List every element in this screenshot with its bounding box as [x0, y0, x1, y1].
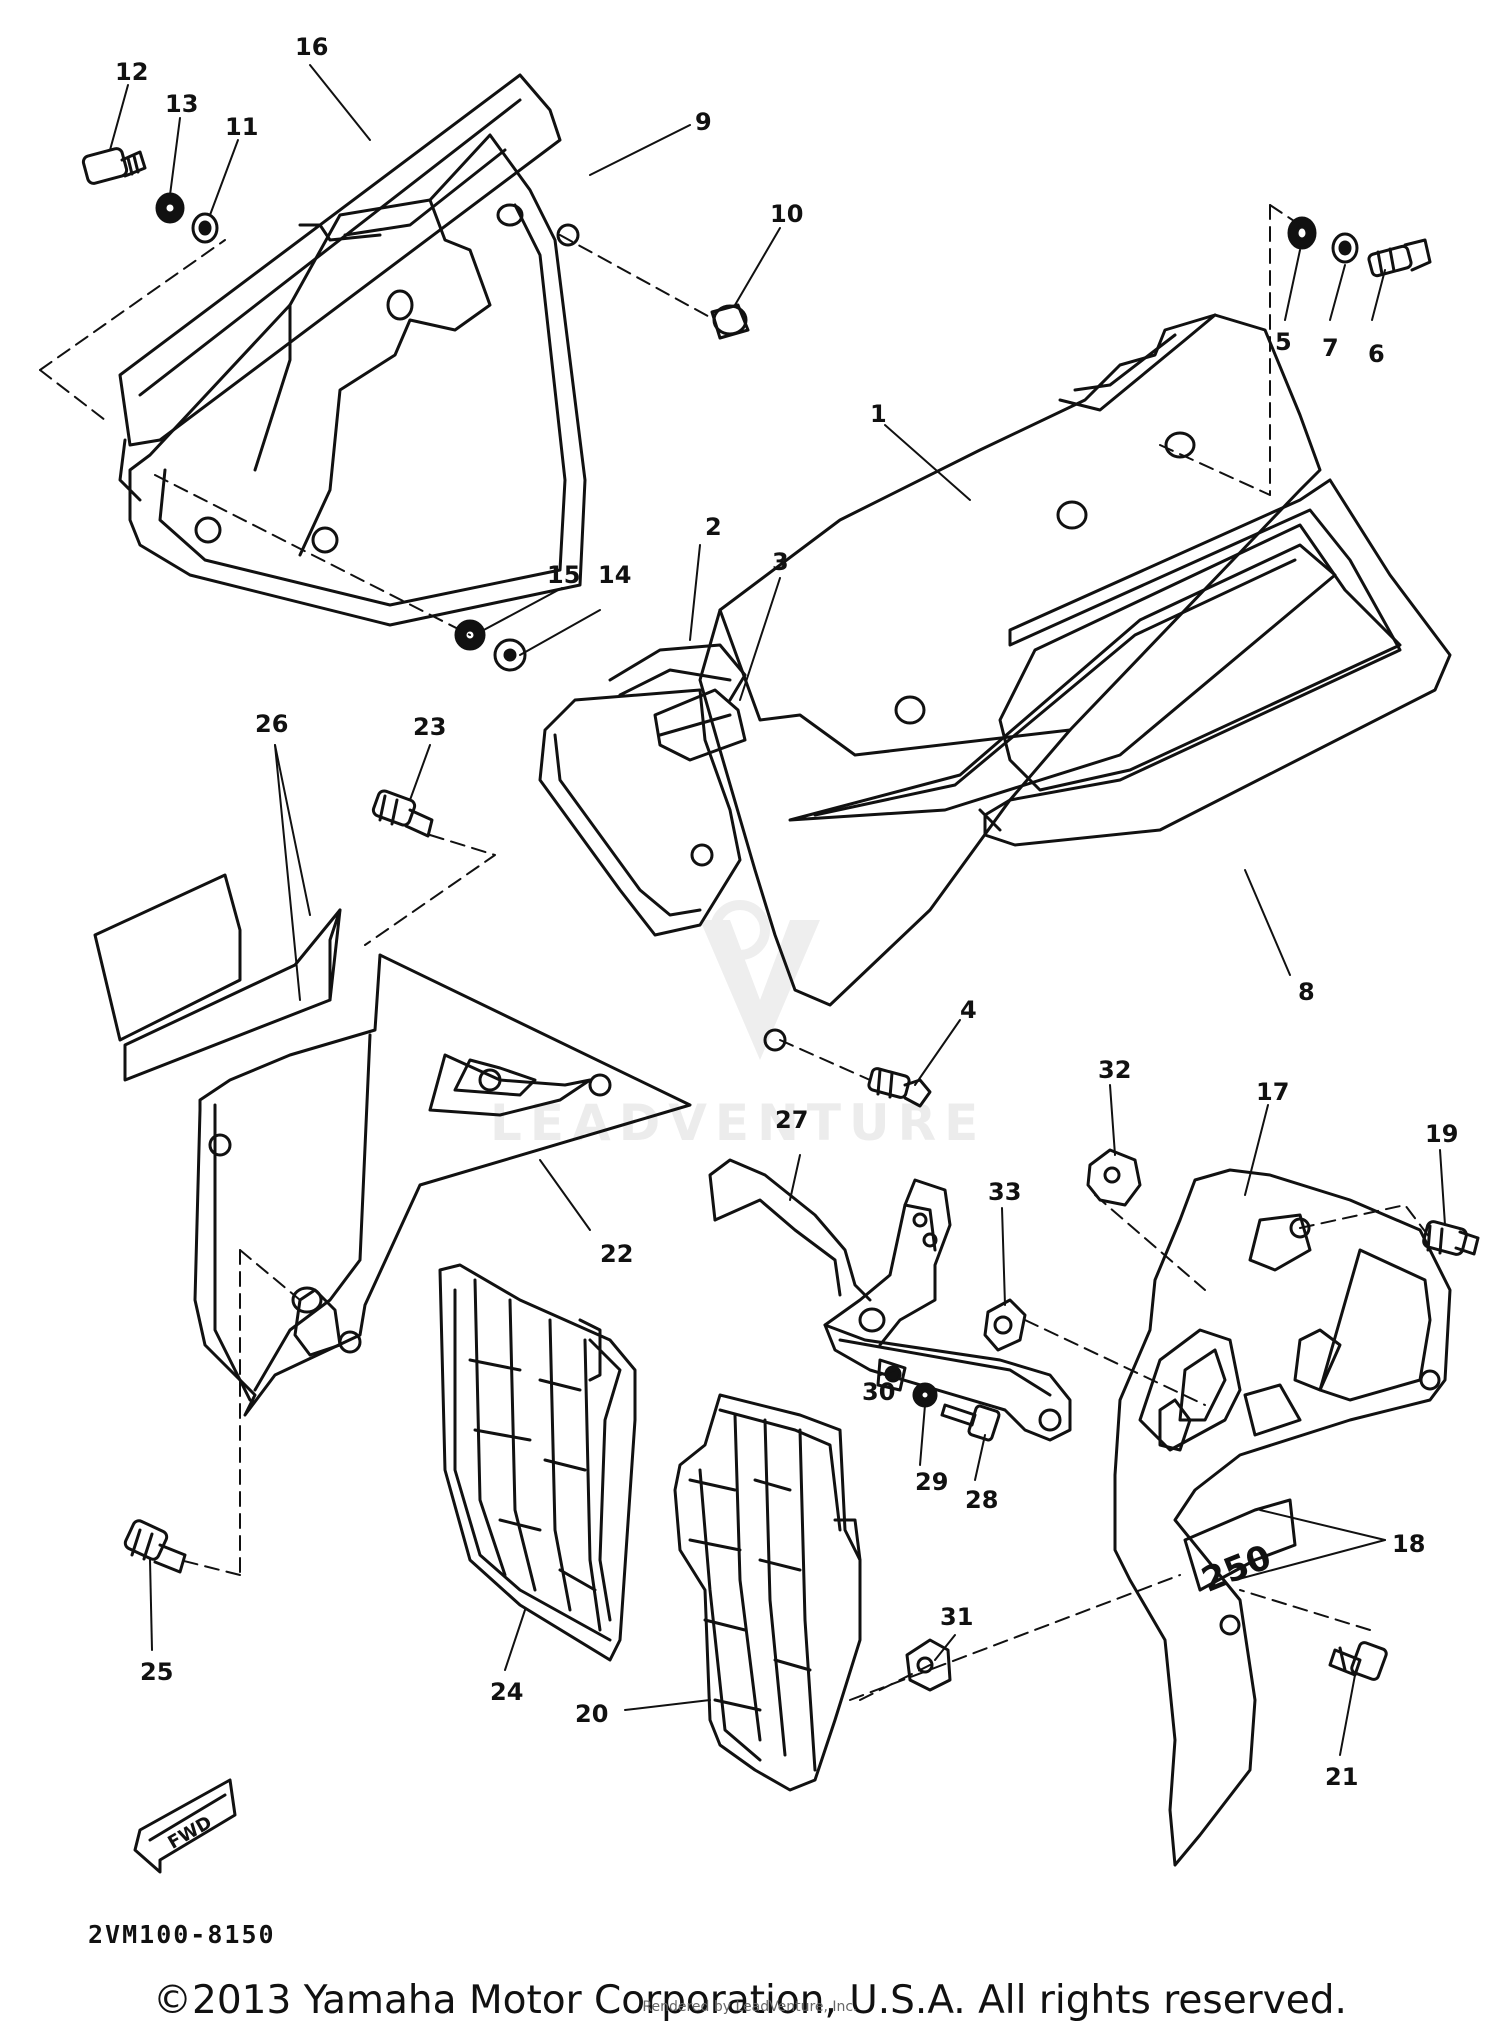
assembly-lines-lower-right	[849, 1194, 1431, 1701]
callout-17: 17	[1256, 1078, 1289, 1106]
callout-31: 31	[940, 1603, 973, 1631]
bracket-27	[708, 1158, 1072, 1442]
collar-7	[1331, 232, 1359, 264]
duct-3	[653, 688, 747, 762]
callout-18: 18	[1392, 1530, 1425, 1558]
left-cover-gasket-16	[118, 73, 562, 502]
nut-33	[983, 1298, 1027, 1352]
callout-4: 4	[960, 996, 977, 1024]
callout-21: 21	[1325, 1763, 1358, 1791]
callout-11: 11	[225, 113, 258, 141]
callout-5: 5	[1275, 328, 1292, 356]
side-cover-decal-8	[978, 478, 1452, 847]
callout-10: 10	[770, 200, 803, 228]
bolt-19	[1422, 1220, 1480, 1256]
callout-22: 22	[600, 1240, 633, 1268]
bolt-12	[81, 147, 147, 185]
callout-26: 26	[255, 710, 288, 738]
callout-2: 2	[705, 513, 722, 541]
assembly-lines-top-left	[39, 234, 716, 636]
callout-20: 20	[575, 1700, 608, 1728]
diagram-reference-code: 2VM100-8150	[88, 1920, 276, 1949]
callout-25: 25	[140, 1658, 173, 1686]
callout-3: 3	[772, 548, 789, 576]
bolt-28	[940, 1403, 1001, 1442]
decal-250-text: 250	[1196, 1537, 1277, 1601]
callout-15: 15	[547, 561, 580, 589]
bolt-6	[1367, 238, 1432, 278]
callout-13: 13	[165, 90, 198, 118]
decal-26a	[93, 873, 242, 1042]
leader-lines	[109, 64, 1446, 1756]
bolt-23	[371, 789, 434, 838]
left-side-cover	[128, 133, 587, 627]
washer-13	[155, 192, 185, 224]
callouts: 12 13 11 16 9 10 1 2 3 5 7 6 8 4 15 14 2…	[115, 33, 1458, 1791]
callout-32: 32	[1098, 1056, 1131, 1084]
number-plate-17	[1113, 1168, 1452, 1867]
watermark-text: LEADVENTURE	[490, 1094, 986, 1152]
decal-26b	[123, 908, 342, 1082]
nut-14	[493, 638, 527, 672]
grommet-10	[710, 303, 750, 340]
callout-33: 33	[988, 1178, 1021, 1206]
bolt-21	[1328, 1641, 1388, 1681]
callout-27: 27	[775, 1106, 808, 1134]
collar-11	[191, 212, 219, 244]
bolt-25	[123, 1519, 187, 1574]
callout-29: 29	[915, 1468, 948, 1496]
washer-5	[1287, 216, 1317, 250]
callout-30: 30	[862, 1378, 895, 1406]
callout-6: 6	[1368, 340, 1385, 368]
callout-9: 9	[695, 108, 712, 136]
callout-19: 19	[1425, 1120, 1458, 1148]
watermark: LEADVENTURE	[490, 900, 986, 1152]
air-box-2	[538, 643, 747, 937]
radiator-cover-24	[438, 1263, 637, 1662]
callout-28: 28	[965, 1486, 998, 1514]
callout-12: 12	[115, 58, 148, 86]
bolt-4	[867, 1067, 932, 1108]
callout-14: 14	[598, 561, 631, 589]
callout-16: 16	[295, 33, 328, 61]
assembly-lines-top-right	[779, 204, 1301, 1081]
callout-23: 23	[413, 713, 446, 741]
fwd-arrow: FWD	[133, 1778, 237, 1874]
render-credit: Rendered by LeadVenture, Inc.	[642, 1999, 858, 2015]
callout-1: 1	[870, 400, 887, 428]
assembly-lines-lower-left	[179, 834, 496, 1576]
callout-24: 24	[490, 1678, 523, 1706]
radiator-cover-20	[673, 1393, 862, 1792]
callout-8: 8	[1298, 978, 1315, 1006]
callout-7: 7	[1322, 334, 1339, 362]
washer-29	[912, 1382, 938, 1408]
side-cover-decal-inner	[788, 543, 1337, 822]
number-plate-22	[193, 953, 692, 1417]
